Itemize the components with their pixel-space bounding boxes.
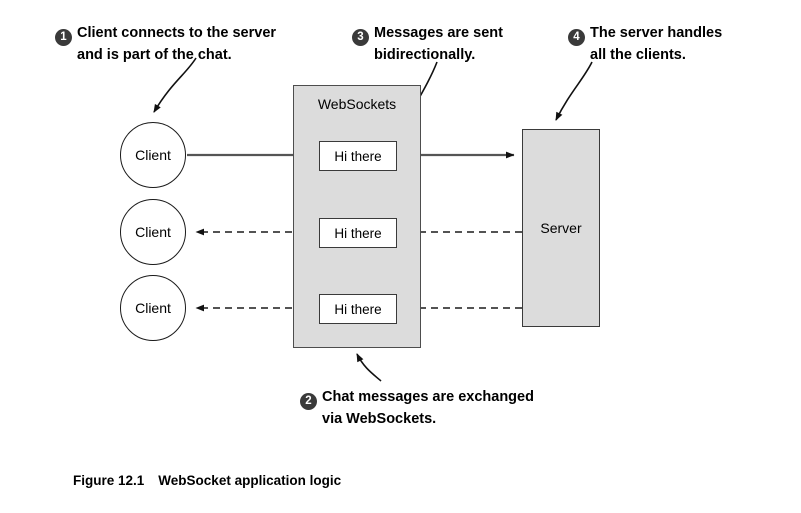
message-box-3-label: Hi there (334, 301, 382, 317)
client-node-2-label: Client (135, 224, 171, 240)
figure-caption-title: WebSocket application logic (158, 473, 342, 488)
figure-caption-number: Figure 12.1 (73, 473, 145, 488)
message-box-1-label: Hi there (334, 148, 382, 164)
websockets-panel: WebSockets Hi there Hi there Hi there (293, 85, 421, 348)
message-box-2-label: Hi there (334, 225, 382, 241)
callout-leader-1 (153, 57, 197, 113)
callout-1: 1 Client connects to the server and is pa… (55, 24, 345, 65)
server-node-label: Server (540, 220, 582, 236)
message-box-1: Hi there (319, 141, 397, 171)
callout-2: 2 Chat messages are exchanged via WebSock… (300, 388, 600, 429)
callout-3-line1: Messages are sent (374, 25, 503, 41)
callout-1-line2: and is part of the chat. (77, 47, 232, 63)
server-node: Server (522, 129, 600, 327)
callout-2-badge: 2 (300, 393, 317, 410)
callout-4-line1: The server handles (590, 25, 723, 41)
callout-1-badge: 1 (55, 29, 72, 46)
figure-caption: Figure 12.1 WebSocket application logic (58, 458, 341, 503)
callout-4-line2: all the clients. (590, 47, 686, 63)
websockets-panel-label: WebSockets (317, 96, 397, 112)
client-node-2: Client (120, 199, 186, 265)
callout-4-badge: 4 (568, 29, 585, 46)
callout-leader-2 (356, 353, 382, 382)
callout-3-line2: bidirectionally. (374, 47, 476, 63)
client-node-1: Client (120, 122, 186, 188)
callout-1-line1: Client connects to the server (77, 25, 277, 41)
callout-leader-4 (555, 61, 593, 121)
callout-3-badge: 3 (352, 29, 369, 46)
callout-2-line1: Chat messages are exchanged (322, 389, 534, 405)
client-node-3: Client (120, 275, 186, 341)
client-node-1-label: Client (135, 147, 171, 163)
message-box-3: Hi there (319, 294, 397, 324)
callout-2-line2: via WebSockets. (322, 411, 437, 427)
callout-4: 4 The server handles all the clients. (568, 24, 768, 65)
client-node-3-label: Client (135, 300, 171, 316)
callout-3: 3 Messages are sent bidirectionally. (352, 24, 552, 65)
message-box-2: Hi there (319, 218, 397, 248)
